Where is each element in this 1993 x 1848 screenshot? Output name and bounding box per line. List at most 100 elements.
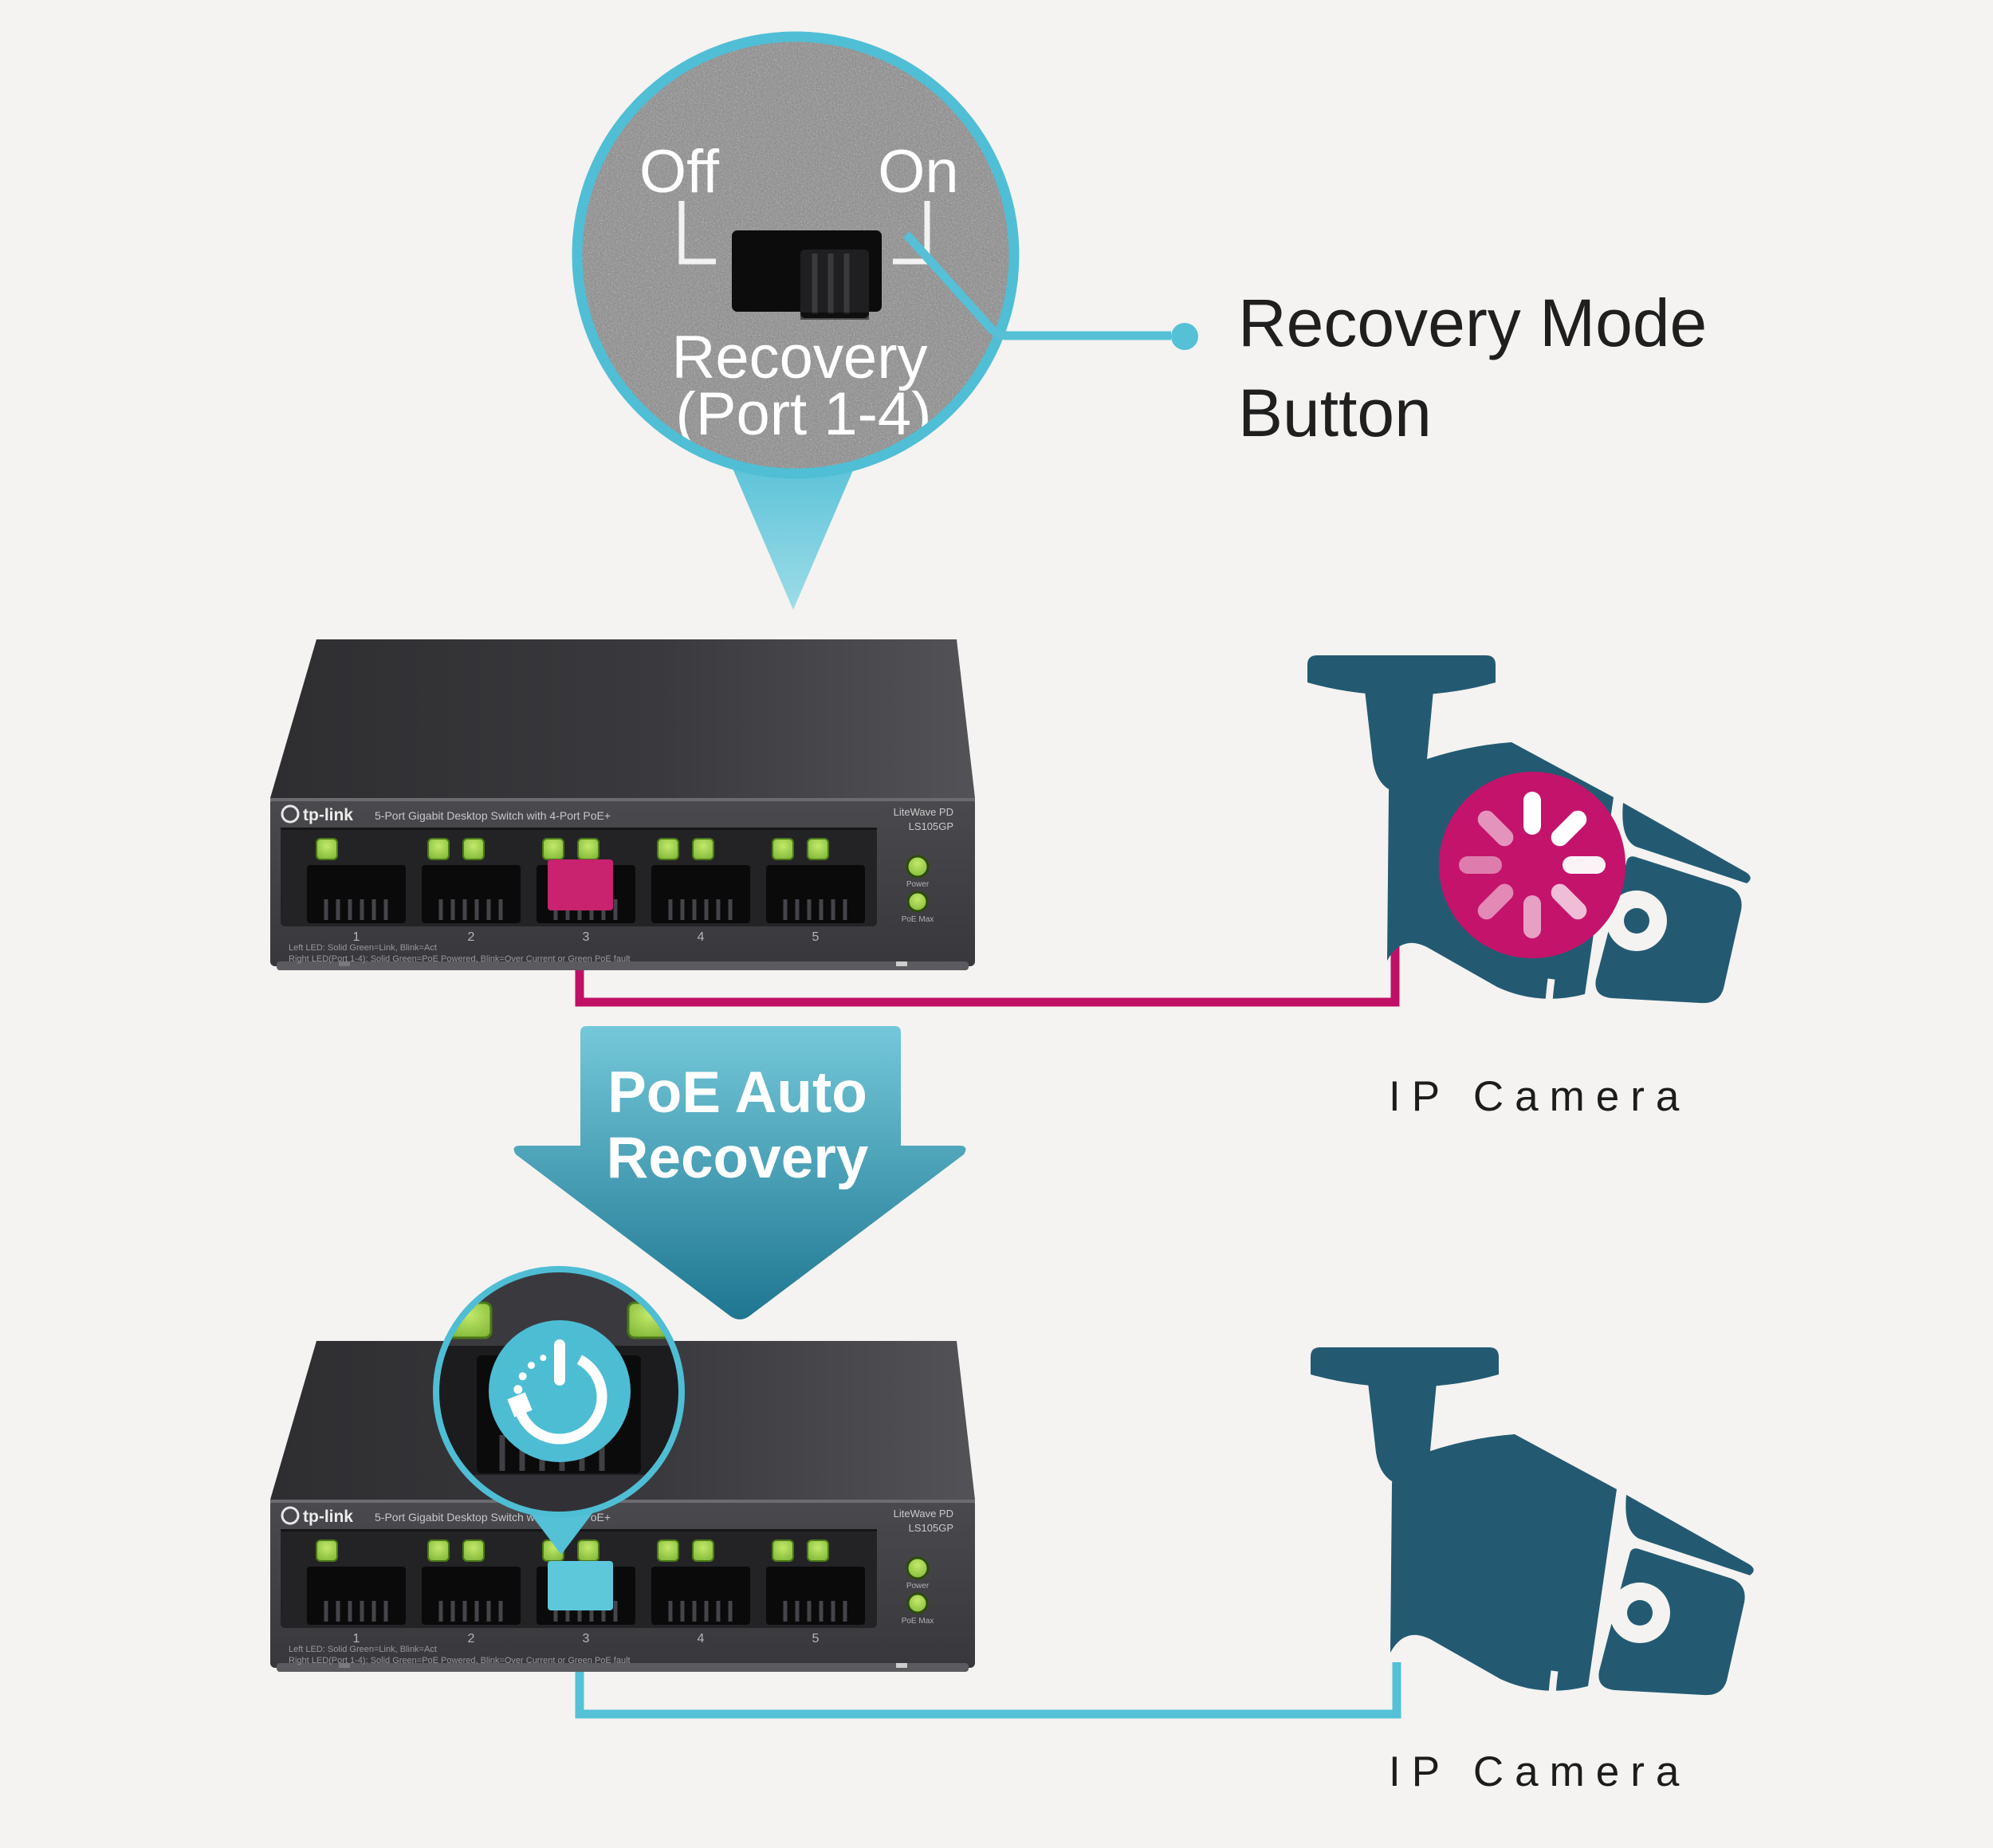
port-3-led xyxy=(577,1539,599,1562)
switch-series-line2: LS105GP xyxy=(909,1522,953,1534)
restart-badge xyxy=(433,1266,685,1555)
switch-device-1: tp-link 5-Port Gigabit Desktop Switch wi… xyxy=(270,639,975,970)
poe-max-led-label: PoE Max xyxy=(902,915,934,924)
port-4 xyxy=(651,838,750,923)
port-2 xyxy=(422,838,521,923)
tp-link-logo: tp-link xyxy=(303,1508,353,1526)
badge-ring xyxy=(433,1266,685,1518)
port-5 xyxy=(766,838,865,923)
port-5-led xyxy=(807,1539,829,1562)
led-note-2: Right LED(Port 1-4): Solid Green=PoE Pow… xyxy=(289,1656,631,1665)
magnifier-ring xyxy=(572,31,1020,479)
port-3-led xyxy=(577,838,599,860)
magnifier-tail xyxy=(721,442,865,610)
port-number-4: 4 xyxy=(698,930,705,944)
port-number-1: 1 xyxy=(353,1632,360,1646)
port-number-2: 2 xyxy=(468,930,475,944)
recovery-mode-label-line1: Recovery Mode xyxy=(1238,285,1708,360)
switch-top-face xyxy=(270,639,975,798)
power-led xyxy=(906,855,930,879)
camera-visor xyxy=(1622,803,1751,883)
switch-series-line1: LiteWave PD xyxy=(894,806,953,818)
poe-max-led xyxy=(906,891,929,913)
tp-link-logo-icon xyxy=(281,1506,300,1525)
port-5-led xyxy=(772,838,794,860)
poe-auto-recovery-arrow: PoE Auto Recovery xyxy=(513,1026,966,1319)
power-restart-icon xyxy=(507,1339,607,1445)
port-1 xyxy=(307,838,406,923)
led-note-1: Left LED: Solid Green=Link, Blink=Act xyxy=(289,1645,437,1654)
port-number-2: 2 xyxy=(468,1632,475,1646)
camera-lens xyxy=(1624,908,1649,934)
port-number-1: 1 xyxy=(353,930,360,944)
port-3-led xyxy=(542,838,564,860)
ip-camera-label-1: IP Camera xyxy=(1389,1073,1691,1120)
camera-lens xyxy=(1627,1600,1653,1626)
port-5-led xyxy=(807,838,829,860)
power-led xyxy=(906,1556,930,1580)
port-4-led xyxy=(692,1539,714,1562)
camera-body xyxy=(1390,1434,1617,1691)
magnifier-caption-line2: (Port 1-4) xyxy=(676,380,932,448)
off-bracket xyxy=(678,201,716,265)
port-number-3: 3 xyxy=(583,930,590,944)
switch-front-highlight xyxy=(270,1500,975,1503)
switch-foot xyxy=(896,1663,907,1668)
port-4-led xyxy=(692,838,714,860)
switch-front-highlight xyxy=(270,798,975,801)
port-panel-shadow xyxy=(281,828,877,830)
camera-cable xyxy=(1547,1670,1559,1739)
loading-spinner-icon xyxy=(1439,772,1625,958)
camera-mount xyxy=(1307,655,1496,695)
switch-series-line1: LiteWave PD xyxy=(894,1508,953,1520)
poe-patch-2 xyxy=(548,1561,613,1610)
arrow-label-line2: Recovery xyxy=(607,1126,869,1190)
arrow-label-line1: PoE Auto xyxy=(607,1060,867,1125)
port-2-led xyxy=(427,1539,450,1562)
power-led-label: Power xyxy=(906,880,930,889)
ip-camera-icon-2 xyxy=(1311,1347,1754,1739)
port-5 xyxy=(766,1539,865,1625)
ip-camera-label-2: IP Camera xyxy=(1389,1748,1691,1795)
port-number-4: 4 xyxy=(698,1632,705,1646)
port-number-5: 5 xyxy=(812,1632,820,1646)
port-1 xyxy=(307,1539,406,1625)
power-led-label: Power xyxy=(906,1582,930,1590)
led-note-2: Right LED(Port 1-4): Solid Green=PoE Pow… xyxy=(289,954,631,964)
port-1-led xyxy=(316,1539,338,1562)
poe-patch-1 xyxy=(548,859,613,910)
recovery-switch-magnifier: Off On Recovery (Port 1-4) xyxy=(572,31,1020,610)
off-label: Off xyxy=(639,138,720,206)
camera-mount xyxy=(1311,1347,1499,1387)
switch-foot xyxy=(339,961,350,966)
port-2-led xyxy=(427,838,450,860)
on-label: On xyxy=(878,138,958,206)
switch-foot xyxy=(339,1663,350,1668)
camera-visor xyxy=(1625,1495,1754,1575)
callout-line xyxy=(902,231,1171,340)
port-4 xyxy=(651,1539,750,1625)
recovery-mode-switch xyxy=(732,230,882,320)
port-5-led xyxy=(772,1539,794,1562)
led-note-1: Left LED: Solid Green=Link, Blink=Act xyxy=(289,943,437,953)
recovery-mode-label-line2: Button xyxy=(1238,375,1432,450)
switch-foot xyxy=(896,961,907,966)
magnifier-caption-line1: Recovery xyxy=(672,324,928,391)
poe-max-led-label: PoE Max xyxy=(902,1617,934,1626)
poe-max-led xyxy=(906,1592,929,1614)
camera-cable xyxy=(1544,978,1555,1047)
port-1-led xyxy=(316,838,338,860)
recovery-mode-button-label: Recovery Mode Button xyxy=(1238,278,1707,458)
port-4-led xyxy=(657,838,679,860)
port-4-led xyxy=(657,1539,679,1562)
switch-stand xyxy=(277,961,969,970)
switch-product-label: 5-Port Gigabit Desktop Switch with 4-Por… xyxy=(375,809,611,822)
port-2 xyxy=(422,1539,521,1625)
port-2-led xyxy=(462,838,485,860)
port-number-3: 3 xyxy=(583,1632,590,1646)
tp-link-logo: tp-link xyxy=(303,806,353,824)
switch-series-line2: LS105GP xyxy=(909,820,953,832)
port-2-led xyxy=(462,1539,485,1562)
callout-dot xyxy=(1171,323,1198,350)
